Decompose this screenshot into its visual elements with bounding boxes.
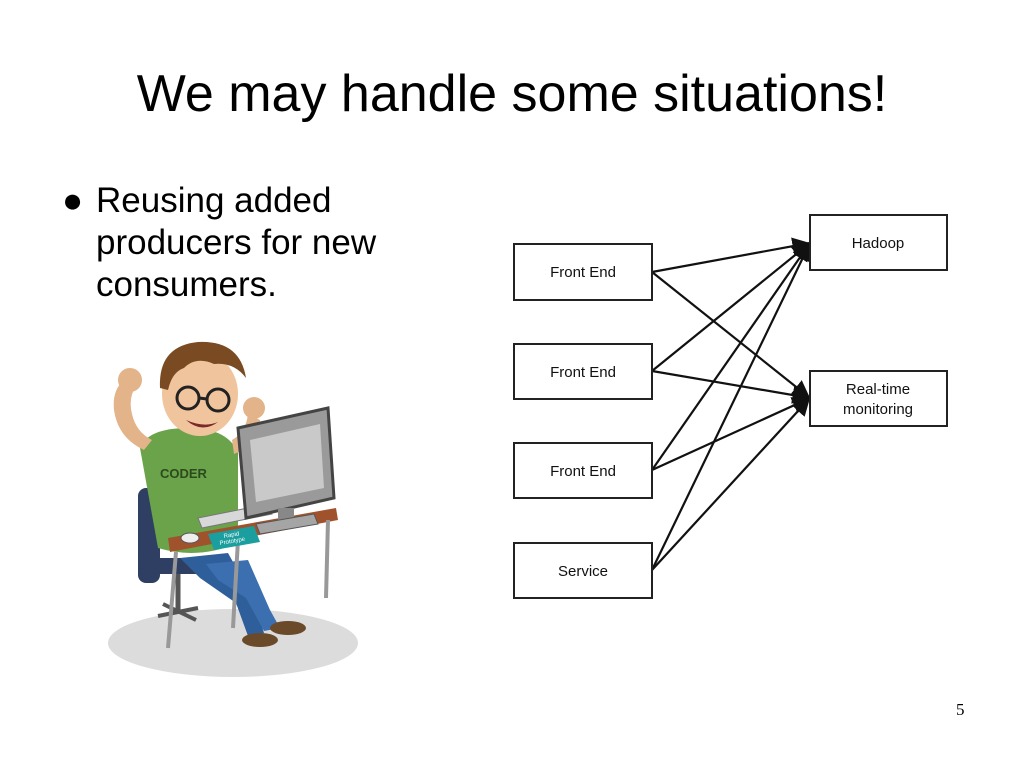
book <box>208 526 260 550</box>
book-text: Rapid <box>223 531 239 540</box>
edge-fe3-hadoop <box>651 242 811 471</box>
bullet-text: Reusing added producers for new consumer… <box>96 181 377 304</box>
consumer-label: Real-time <box>846 381 910 398</box>
producer-node: Service <box>513 542 653 599</box>
head <box>162 352 238 436</box>
mouse <box>180 532 200 544</box>
producer-label: Front End <box>550 264 616 281</box>
producer-label: Front End <box>550 463 616 480</box>
edge-service-monitor <box>651 397 811 571</box>
producer-label: Front End <box>550 364 616 381</box>
edge-fe1-monitor <box>651 271 811 399</box>
producer-node: Front End <box>513 343 653 400</box>
bullet-dot-icon: ● <box>62 181 84 220</box>
edge-fe1-hadoop <box>651 237 811 274</box>
page-number: 5 <box>956 700 965 719</box>
dataflow-diagram: Front End Front End Front End Service Ha… <box>513 214 948 599</box>
bullet-list: ● Reusing added producers for new consum… <box>56 180 456 306</box>
glasses-icon <box>175 385 231 413</box>
producer-label: Service <box>558 563 608 580</box>
bullet-item: ● Reusing added producers for new consum… <box>56 180 456 306</box>
edge-fe2-hadoop <box>651 242 811 372</box>
hair <box>159 341 246 390</box>
left-arm <box>113 380 152 450</box>
right-fist <box>243 397 265 419</box>
book-text: Prototype <box>219 536 246 546</box>
edges <box>651 237 811 571</box>
consumer-node: Hadoop <box>809 214 948 271</box>
producer-node: Front End <box>513 442 653 499</box>
consumer-label: monitoring <box>843 401 913 418</box>
consumer-node: Real-time monitoring <box>809 370 948 427</box>
smile <box>186 420 218 428</box>
consumer-label: Hadoop <box>852 235 905 252</box>
slide-title: We may handle some situations! <box>136 65 888 123</box>
legs <box>180 553 306 647</box>
coder-illustration: CODER Rapid Prototype <box>108 341 358 677</box>
edge-service-hadoop <box>651 242 811 571</box>
producer-node: Front End <box>513 243 653 301</box>
monitor <box>236 406 336 535</box>
edge-fe3-monitor <box>651 396 811 472</box>
left-fist <box>118 368 142 392</box>
edge-fe2-monitor <box>651 369 811 404</box>
shirt-text: CODER <box>160 466 208 481</box>
